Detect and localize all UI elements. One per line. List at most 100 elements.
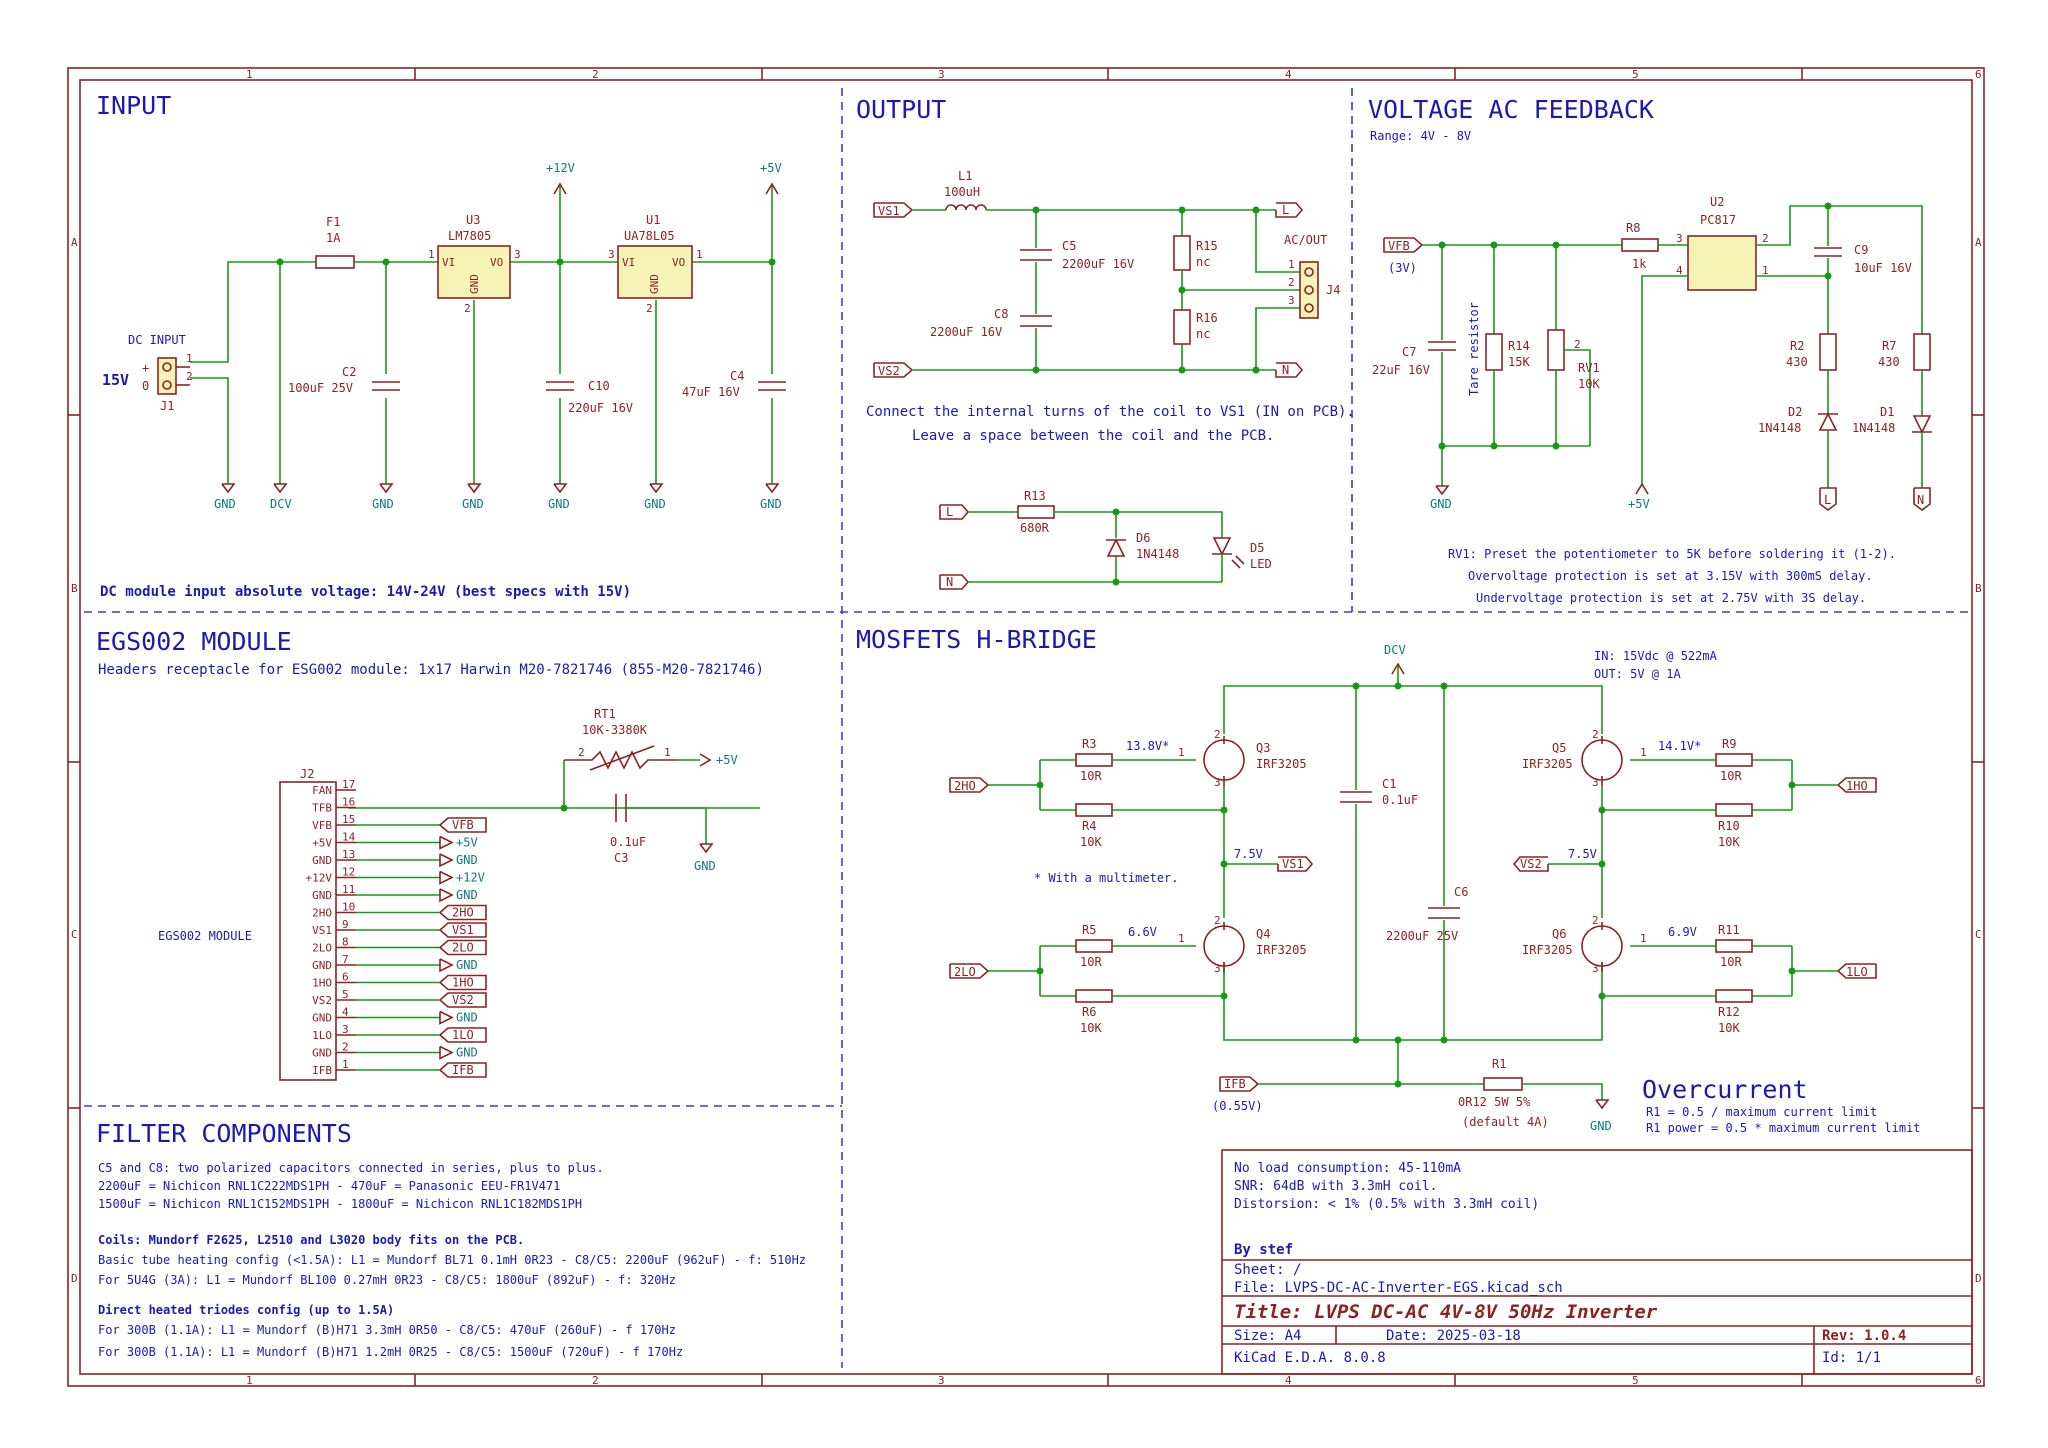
c2-ref: C2 — [342, 365, 356, 379]
j2-power-symbol — [439, 1045, 454, 1060]
overcurrent-formula-2: R1 power = 0.5 * maximum current limit — [1646, 1121, 1921, 1135]
j2-pin-number: 9 — [342, 918, 349, 931]
u1-pin2: 2 — [646, 302, 653, 315]
q4-pin3: 3 — [1214, 962, 1221, 975]
feedback-labels: VFB (3V) C7 22uF 16V Tare resistor R14 1… — [1372, 195, 1924, 605]
tb-file: File: LVPS-DC-AC-Inverter-EGS.kicad_sch — [1234, 1280, 1563, 1296]
j1-ref: J1 — [160, 399, 174, 413]
r11-ref: R11 — [1718, 923, 1740, 937]
j2-net-label-shape — [439, 974, 487, 991]
col-label: 2 — [592, 68, 599, 81]
j2-pin-name: VS2 — [312, 994, 332, 1007]
r1-default: (default 4A) — [1462, 1115, 1549, 1129]
filter-heading: Coils: Mundorf F2625, L2510 and L3020 bo… — [98, 1233, 524, 1247]
net-5v: +5V — [716, 753, 738, 767]
r3-value: 10R — [1080, 769, 1102, 783]
r4-value: 10K — [1080, 835, 1102, 849]
section-title-overcurrent: Overcurrent — [1642, 1075, 1808, 1104]
u3-pin1: 1 — [428, 248, 435, 261]
c6-ref: C6 — [1454, 885, 1468, 899]
j2-power-label: GND — [456, 853, 478, 867]
vs1-label: VS1 — [878, 204, 900, 218]
coil-note-1: Connect the internal turns of the coil t… — [866, 404, 1355, 420]
j2-ref: J2 — [300, 767, 314, 781]
j2-power-symbol — [439, 835, 454, 850]
q5-ref: Q5 — [1552, 741, 1566, 755]
c6-value: 2200uF 25V — [1386, 929, 1458, 943]
j2-pin-name: 2HO — [312, 907, 332, 920]
ac-out-label: AC/OUT — [1284, 233, 1327, 247]
row-label: C — [71, 928, 78, 941]
vfb-voltage: (3V) — [1388, 261, 1417, 275]
egs002-labels: J2 EGS002 MODULE RT1 10K-3380K 2 1 +5V 0… — [158, 707, 738, 943]
gnd-label: GND — [1430, 497, 1452, 511]
j2-pin-name: GND — [312, 1012, 332, 1025]
feedback-circuit — [1383, 202, 1932, 511]
u2-pin4: 4 — [1676, 264, 1683, 277]
d1-value: 1N4148 — [1852, 421, 1895, 435]
j2-pin-number: 8 — [342, 936, 349, 949]
r12-value: 10K — [1718, 1021, 1740, 1035]
q4-gate-voltage: 6.6V — [1128, 925, 1157, 939]
net-12v: +12V — [546, 161, 575, 175]
egs-header-note: Headers receptacle for ESG002 module: 1x… — [98, 662, 764, 678]
rt1-value: 10K-3380K — [582, 723, 648, 737]
tb-sheet: Sheet: / — [1234, 1262, 1301, 1278]
col-label: 3 — [938, 68, 945, 81]
j2-net-label-shape — [439, 992, 487, 1008]
output-labels: VS1 VS2 L1 100uH C5 2200uF 16V C8 2200uF… — [866, 169, 1355, 589]
r3-ref: R3 — [1082, 737, 1096, 751]
j1-plus: + — [142, 361, 149, 375]
u1-vo: VO — [672, 256, 685, 269]
tb-kicad: KiCad E.D.A. 8.0.8 — [1234, 1350, 1386, 1366]
r14-ref: R14 — [1508, 339, 1530, 353]
tb-note: No load consumption: 45-110mA — [1234, 1161, 1461, 1176]
col-label: 1 — [246, 1374, 253, 1387]
u2-pin3: 3 — [1676, 232, 1683, 245]
tb-size: Size: A4 — [1234, 1328, 1301, 1344]
output-rating: OUT: 5V @ 1A — [1594, 667, 1681, 681]
u3-vi: VI — [442, 256, 455, 269]
r1-ref: R1 — [1492, 1057, 1506, 1071]
tb-date: Date: 2025-03-18 — [1386, 1328, 1521, 1344]
dcv-label: DCV — [270, 497, 292, 511]
r8-ref: R8 — [1626, 221, 1640, 235]
c10-ref: C10 — [588, 379, 610, 393]
j2-power-symbol — [439, 958, 454, 973]
vs2-label: VS2 — [878, 364, 900, 378]
filter-line: 1500uF = Nichicon RNL1C152MDS1PH - 1800u… — [98, 1197, 582, 1211]
u2-value: PC817 — [1700, 213, 1736, 227]
row-label: D — [1975, 1272, 1982, 1285]
l1-value: 100uH — [944, 185, 980, 199]
j2-power-label: GND — [456, 1046, 478, 1060]
j2-net-label-shape — [439, 904, 487, 921]
row-label: C — [1975, 928, 1982, 941]
net-5v: +5V — [1628, 497, 1650, 511]
j2-net-label: 1LO — [452, 1028, 474, 1042]
d6-value: 1N4148 — [1136, 547, 1179, 561]
gnd-label: GND — [548, 497, 570, 511]
tb-author: By stef — [1234, 1242, 1293, 1258]
filter-line: C5 and C8: two polarized capacitors conn… — [98, 1161, 604, 1175]
c4-ref: C4 — [730, 369, 744, 383]
c10-value: 220uF 16V — [568, 401, 633, 415]
rt1-ref: RT1 — [594, 707, 616, 721]
section-title-input: INPUT — [96, 91, 171, 120]
filter-line: For 5U4G (3A): L1 = Mundorf BL100 0.27mH… — [98, 1273, 676, 1287]
section-title-filter: FILTER COMPONENTS — [96, 1119, 352, 1148]
u3-vo: VO — [490, 256, 503, 269]
net-1lo: 1LO — [1846, 965, 1868, 979]
j2-net-label-shape — [439, 1027, 487, 1043]
q6-pin3: 3 — [1592, 962, 1599, 975]
r10-ref: R10 — [1718, 819, 1740, 833]
egs002-circuit — [279, 745, 760, 1081]
gnd-label: GND — [760, 497, 782, 511]
net-5v: +5V — [760, 161, 782, 175]
q3-ref: Q3 — [1256, 741, 1270, 755]
title-block: No load consumption: 45-110mA SNR: 64dB … — [1221, 1149, 1973, 1375]
c9-ref: C9 — [1854, 243, 1868, 257]
u3-pin2: 2 — [464, 302, 471, 315]
j2-pin-name: GND — [312, 889, 332, 902]
